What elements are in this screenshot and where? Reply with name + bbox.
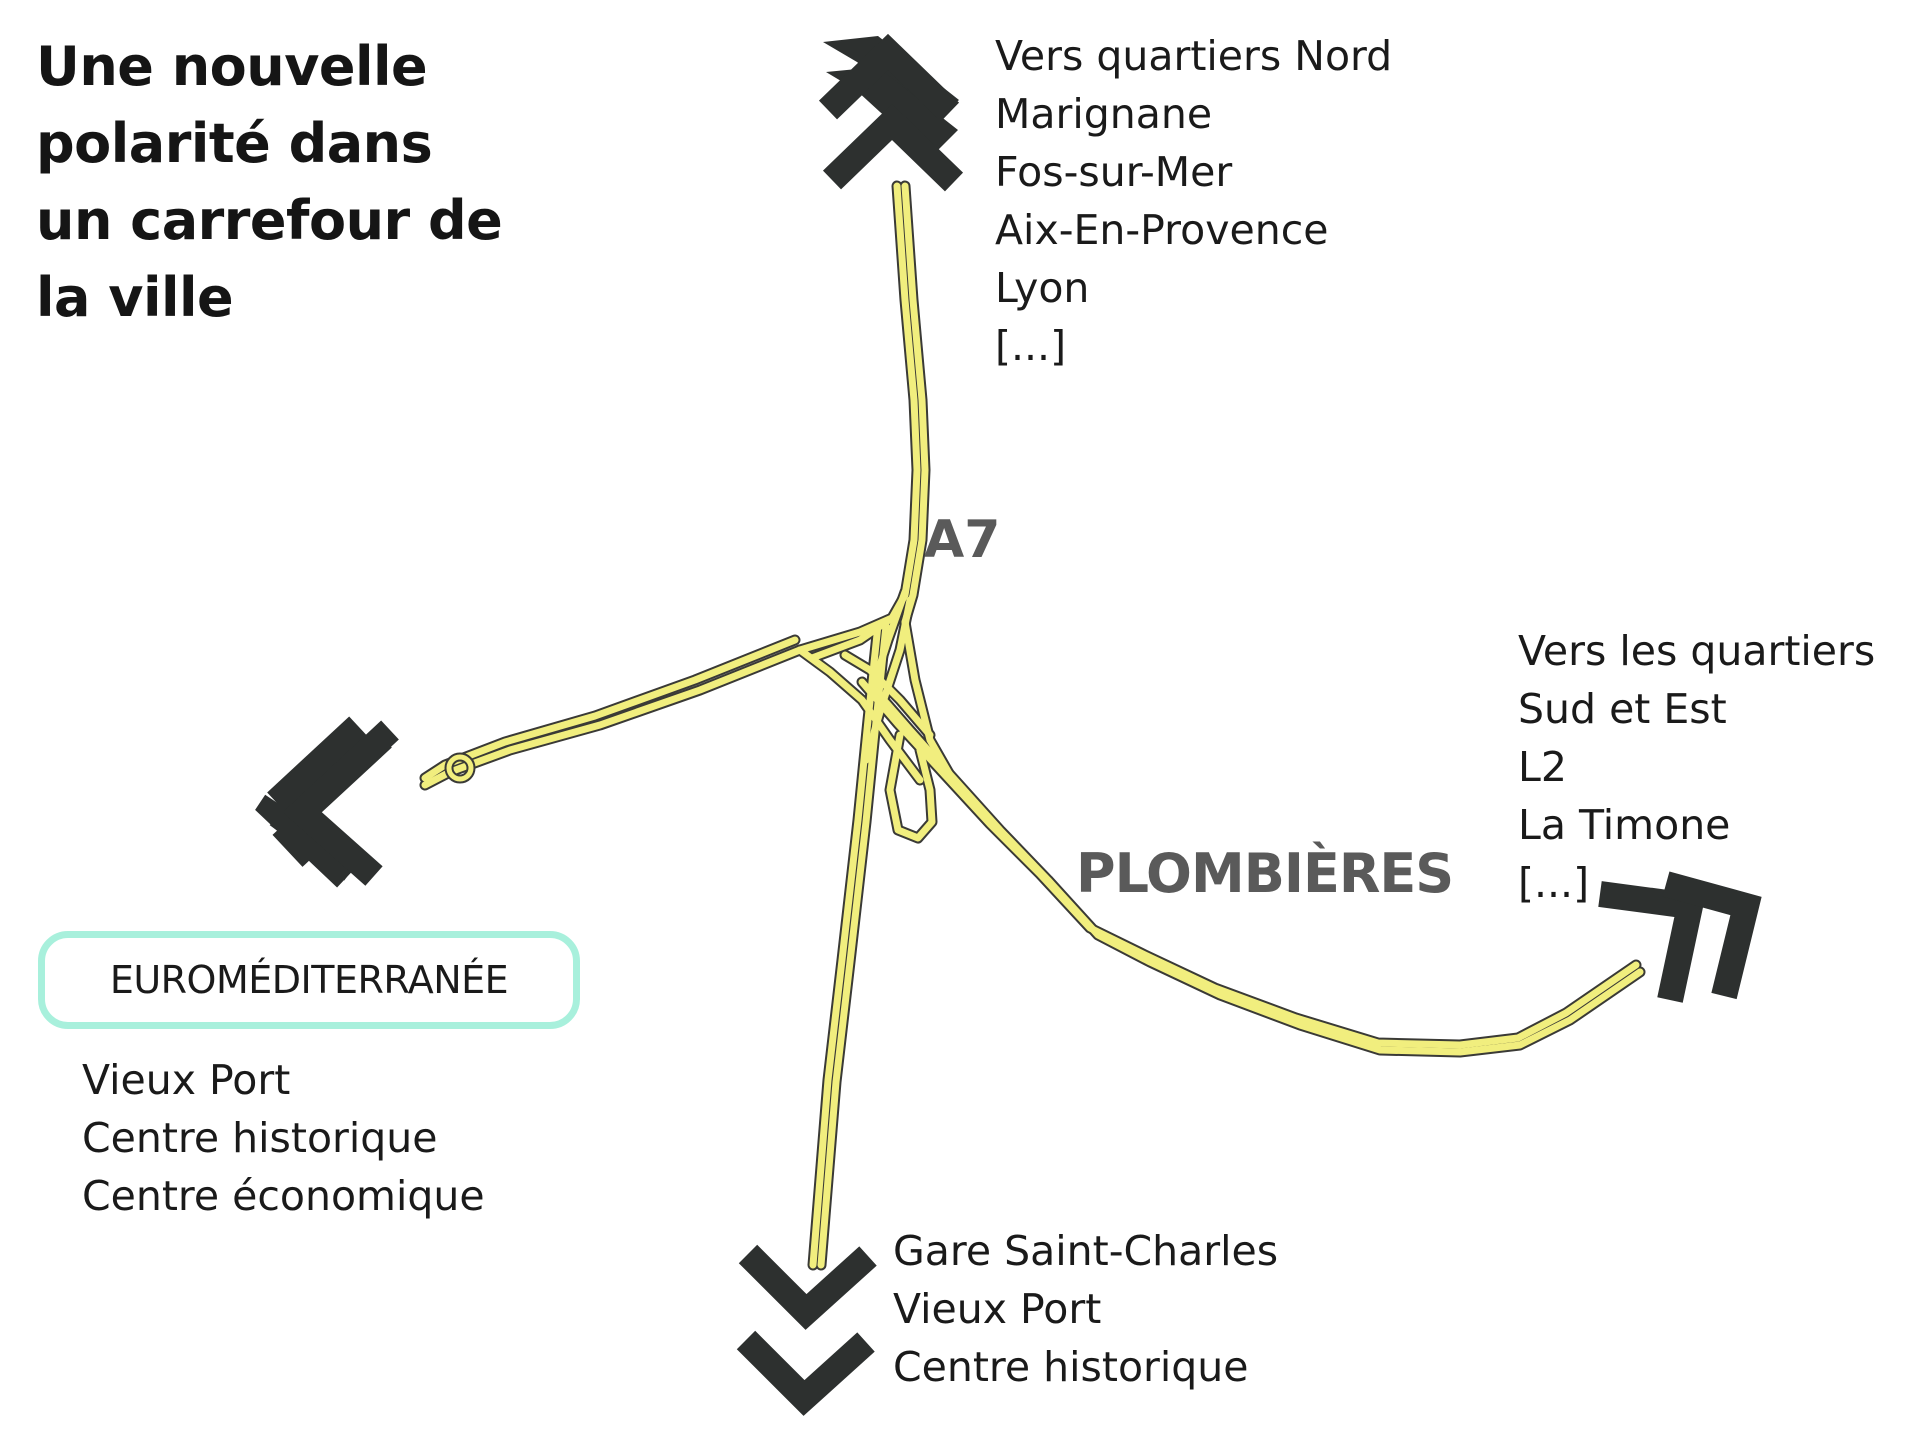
motorway-label: A7 bbox=[924, 510, 1001, 570]
title-line: Une nouvelle bbox=[36, 35, 428, 98]
destination-line: Vers quartiers Nord bbox=[995, 32, 1393, 80]
page-title: Une nouvelle polarité dans un carrefour … bbox=[36, 28, 596, 336]
destination-line: Lyon bbox=[995, 264, 1090, 312]
destinations-south: Gare Saint-Charles Vieux Port Centre his… bbox=[893, 1222, 1278, 1396]
destination-line: La Timone bbox=[1518, 801, 1731, 849]
double-chevron-down-icon bbox=[736, 1244, 877, 1416]
title-line: la ville bbox=[36, 266, 234, 329]
destination-line: L2 bbox=[1518, 743, 1567, 791]
destinations-center: Vieux Port Centre historique Centre écon… bbox=[82, 1051, 485, 1225]
district-label: PLOMBIÈRES bbox=[1076, 842, 1454, 905]
destination-line: Vers les quartiers bbox=[1518, 627, 1876, 675]
double-chevron-up-icon-overlay bbox=[818, 33, 964, 192]
destination-line: Fos-sur-Mer bbox=[995, 148, 1233, 196]
destination-line: Marignane bbox=[995, 90, 1213, 138]
destination-line: Centre économique bbox=[82, 1172, 485, 1220]
destination-line: Vieux Port bbox=[82, 1056, 291, 1104]
destination-line: Centre historique bbox=[893, 1343, 1249, 1391]
destinations-east: Vers les quartiers Sud et Est L2 La Timo… bbox=[1518, 622, 1875, 912]
destination-line: Vieux Port bbox=[893, 1285, 1102, 1333]
destination-line: Sud et Est bbox=[1518, 685, 1727, 733]
double-chevron-up-right-icon bbox=[1598, 871, 1762, 1003]
destination-line: Centre historique bbox=[82, 1114, 438, 1162]
euromediterranee-badge: EUROMÉDITERRANÉE bbox=[38, 931, 580, 1029]
title-line: un carrefour de bbox=[36, 189, 503, 252]
double-chevron-left-icon-back bbox=[255, 716, 399, 888]
destination-line: [...] bbox=[1518, 859, 1590, 907]
title-line: polarité dans bbox=[36, 112, 433, 175]
destination-line: [...] bbox=[995, 322, 1067, 370]
destination-line: Gare Saint-Charles bbox=[893, 1227, 1279, 1275]
destination-line: Aix-En-Provence bbox=[995, 206, 1329, 254]
destinations-north: Vers quartiers Nord Marignane Fos-sur-Me… bbox=[995, 27, 1392, 375]
road-network bbox=[425, 186, 1640, 1265]
